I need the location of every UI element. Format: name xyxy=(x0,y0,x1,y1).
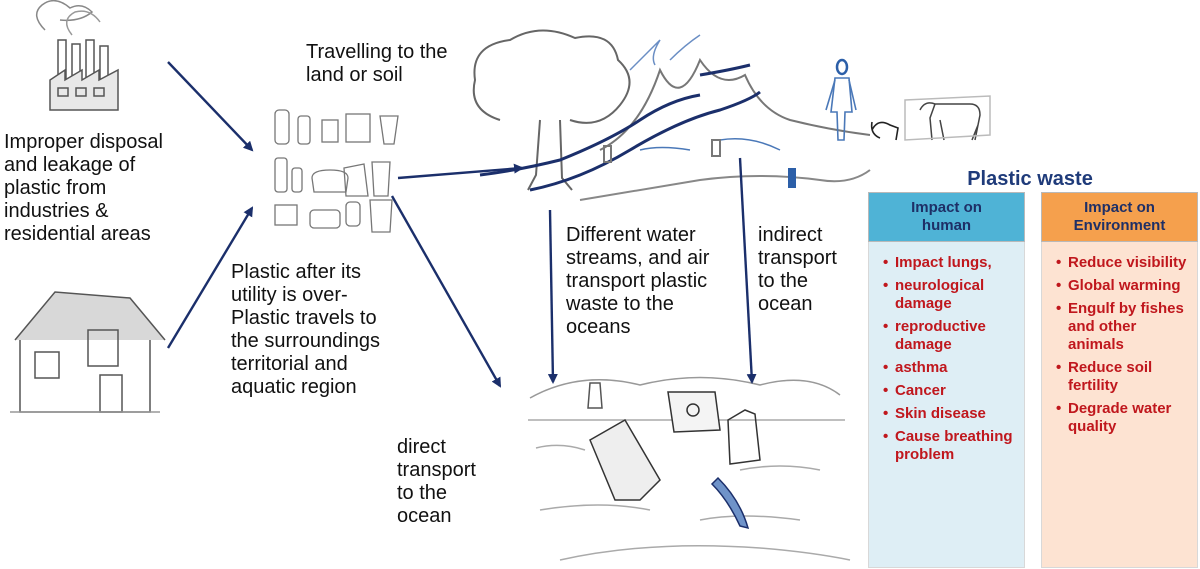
carton-icon xyxy=(589,418,661,501)
list-item: neurological damage xyxy=(883,277,1018,313)
arrow-factory-to-plastic xyxy=(167,61,254,152)
bottle-icon xyxy=(587,382,761,465)
impact-environment-column: Impact on Environment Reduce visibility … xyxy=(1041,192,1198,568)
list-item: Global warming xyxy=(1056,277,1191,295)
list-item: Engulf by fishes and other animals xyxy=(1056,300,1191,354)
list-item: Reduce visibility xyxy=(1056,254,1191,272)
cow-icon xyxy=(904,95,991,141)
arrow-plastic-to-ocean xyxy=(390,195,502,388)
list-item: asthma xyxy=(883,359,1018,377)
label-improper-disposal: Improper disposal and leakage of plastic… xyxy=(4,131,163,245)
birds-icon xyxy=(629,34,701,71)
list-item: Cause breathing problem xyxy=(883,428,1018,464)
list-item: Degrade water quality xyxy=(1056,400,1191,436)
impact-human-column: Impact on human Impact lungs, neurologic… xyxy=(868,192,1025,568)
fish-icon xyxy=(710,476,750,530)
label-indirect-transport: indirect transport to the ocean xyxy=(758,224,837,315)
impact-environment-list: Reduce visibility Global warming Engulf … xyxy=(1041,242,1198,568)
list-item: Reduce soil fertility xyxy=(1056,359,1191,395)
house-icon xyxy=(10,291,166,413)
impact-environment-heading: Impact on Environment xyxy=(1041,192,1198,242)
list-item: Cancer xyxy=(883,382,1018,400)
list-item: Skin disease xyxy=(883,405,1018,423)
poison-bottle-icon xyxy=(667,391,721,433)
impact-human-list: Impact lungs, neurological damage reprod… xyxy=(868,242,1025,568)
tree-icon xyxy=(472,29,631,191)
factory-icon xyxy=(36,0,119,111)
arrow-indirect-to-ocean xyxy=(738,157,757,384)
person-icon xyxy=(825,58,857,141)
plastic-items-icon xyxy=(274,109,399,233)
arrow-streams-to-ocean xyxy=(547,209,558,384)
list-item: reproductive damage xyxy=(883,318,1018,354)
label-water-streams: Different water streams, and air transpo… xyxy=(566,224,710,338)
impact-panel-title: Plastic waste xyxy=(967,168,1093,190)
list-item: Impact lungs, xyxy=(883,254,1018,272)
label-direct-transport: direct transport to the ocean xyxy=(397,436,476,527)
dog-icon xyxy=(870,121,899,141)
arrow-house-to-plastic xyxy=(166,206,254,349)
arrow-plastic-to-land xyxy=(397,163,524,180)
impact-human-heading: Impact on human xyxy=(868,192,1025,242)
label-travelling-land: Travelling to the land or soil xyxy=(306,41,448,86)
label-after-utility: Plastic after its utility is over- Plast… xyxy=(231,261,380,398)
flow-arrows xyxy=(166,61,757,388)
